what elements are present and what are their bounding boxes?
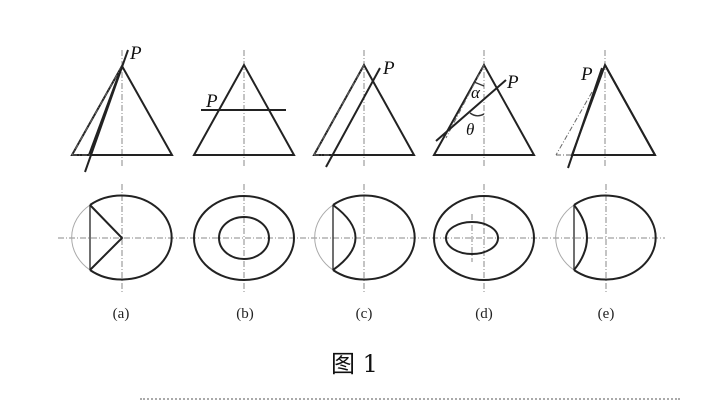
point-label-e: P bbox=[580, 64, 593, 85]
top-view-c bbox=[314, 184, 416, 292]
top-view-e bbox=[555, 184, 657, 292]
angle-alpha-label: α bbox=[471, 83, 481, 102]
cropped-text-bottom bbox=[140, 392, 680, 400]
front-view-c: P bbox=[312, 50, 416, 168]
top-view-a bbox=[71, 184, 173, 292]
front-view-d: α θ P bbox=[432, 50, 536, 168]
point-label-d: P bbox=[506, 72, 519, 93]
angle-theta-label: θ bbox=[466, 120, 474, 139]
figure-caption: 图 1 bbox=[331, 350, 378, 378]
point-label-c: P bbox=[382, 58, 395, 79]
point-label-a: P bbox=[129, 43, 142, 64]
point-label-b: P bbox=[205, 91, 218, 112]
subfigure-label-a: (a) bbox=[113, 306, 130, 322]
front-view-a: P bbox=[70, 43, 174, 173]
top-view-b bbox=[193, 184, 295, 292]
top-view-d bbox=[433, 184, 535, 292]
front-view-e: P bbox=[555, 50, 657, 169]
subfigure-label-c: (c) bbox=[356, 306, 373, 322]
subfigure-label-b: (b) bbox=[236, 306, 254, 322]
front-view-b: P bbox=[192, 50, 296, 168]
subfigure-label-d: (d) bbox=[475, 306, 493, 322]
subfigure-label-e: (e) bbox=[598, 306, 615, 322]
